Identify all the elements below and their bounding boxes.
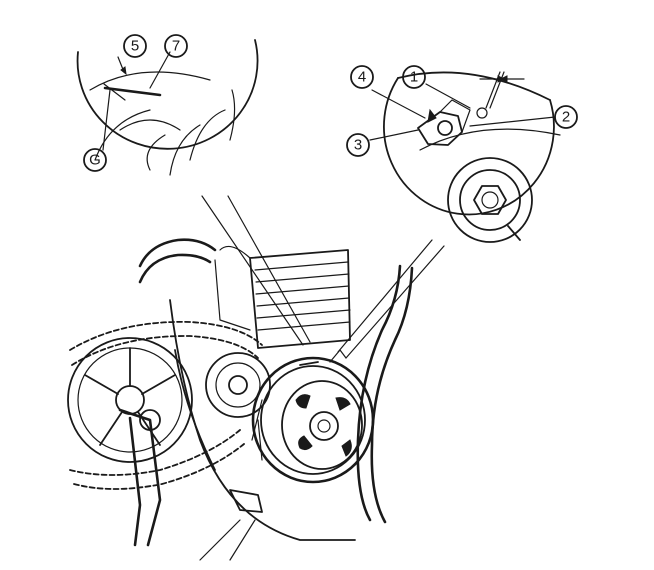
callout-3: 3 (346, 133, 370, 157)
callout-2: 2 (554, 105, 578, 129)
callout-1-label: 1 (410, 69, 418, 86)
detail-circle-contact-points (369, 71, 561, 243)
detail-leader-lines (201, 195, 445, 359)
callout-3-label: 3 (354, 137, 362, 154)
callout-4-label: 4 (358, 69, 366, 86)
callout-1: 1 (402, 65, 426, 89)
callout-7: 7 (164, 34, 188, 58)
detail-circle-timing-marks (76, 39, 259, 176)
engine-illustration (67, 238, 414, 561)
timing-mark-line (103, 86, 162, 97)
callout-5-label: 5 (131, 38, 139, 55)
callout-7-label: 7 (172, 38, 180, 55)
callout-5: 5 (123, 34, 147, 58)
callout-2-label: 2 (562, 109, 570, 126)
callout-6: G (83, 148, 107, 172)
callout-6-label: G (89, 152, 101, 169)
callout-4: 4 (350, 65, 374, 89)
